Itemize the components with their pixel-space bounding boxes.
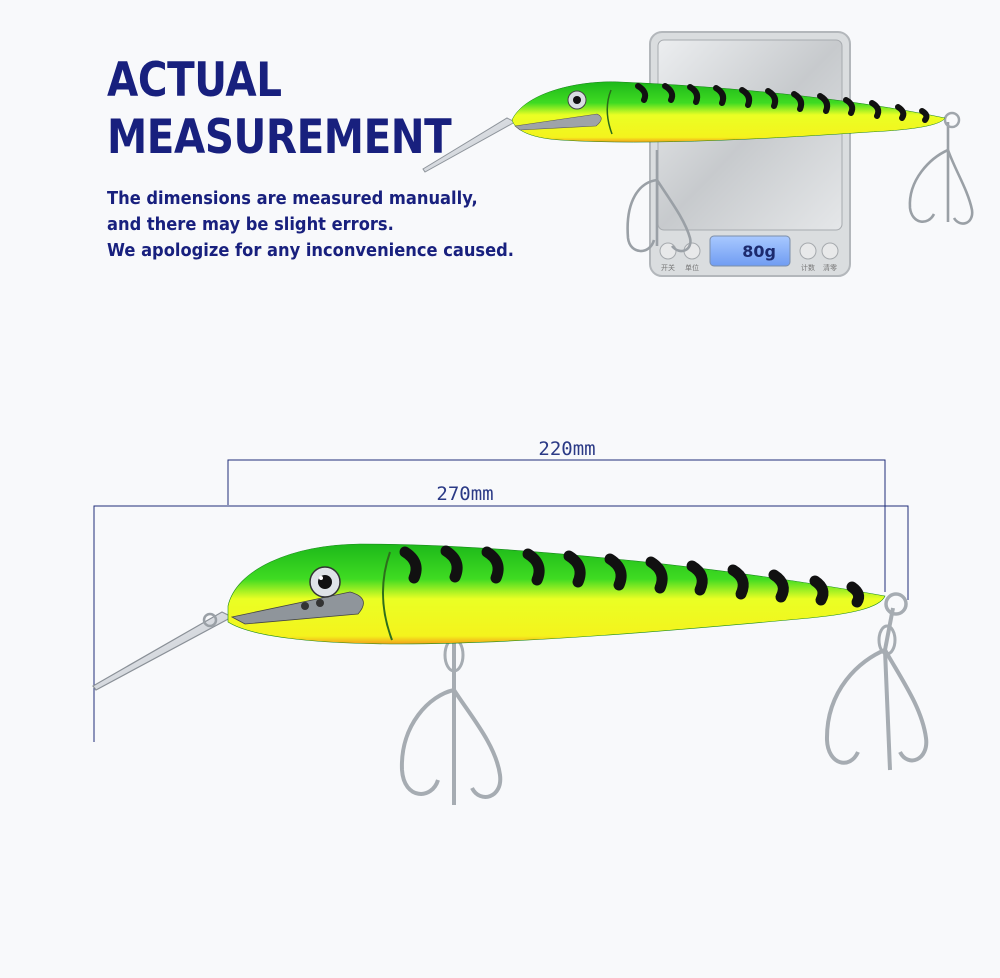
total-length-label: 270mm — [436, 483, 493, 505]
disclaimer-line-1: The dimensions are measured manually, — [107, 189, 478, 209]
tare-button-icon — [821, 242, 839, 260]
small-lure — [422, 81, 974, 253]
scale-reading: 80g — [742, 242, 776, 261]
count-button-label: 计数 — [801, 263, 815, 272]
digital-scale: 80g 开关 单位 计数 清零 — [649, 31, 851, 277]
page-title: ACTUAL MEASUREMENT — [107, 52, 452, 166]
disclaimer-text: The dimensions are measured manually, an… — [107, 186, 514, 264]
dimension-guides — [93, 459, 909, 742]
count-button-icon — [799, 242, 817, 260]
body-length-bracket — [227, 459, 886, 592]
title-line-1: ACTUAL — [107, 53, 282, 108]
tare-button-label: 清零 — [823, 263, 837, 272]
title-line-2: MEASUREMENT — [107, 110, 452, 165]
scale-display — [709, 235, 791, 267]
body-length-label: 220mm — [538, 438, 595, 460]
disclaimer-line-3: We apologize for any inconvenience cause… — [107, 241, 515, 261]
large-lure — [92, 543, 929, 805]
disclaimer-line-2: and there may be slight errors. — [107, 215, 394, 235]
power-button-icon — [659, 242, 677, 260]
unit-button-label: 单位 — [685, 263, 699, 272]
total-length-bracket — [93, 505, 909, 742]
power-button-label: 开关 — [661, 263, 675, 272]
